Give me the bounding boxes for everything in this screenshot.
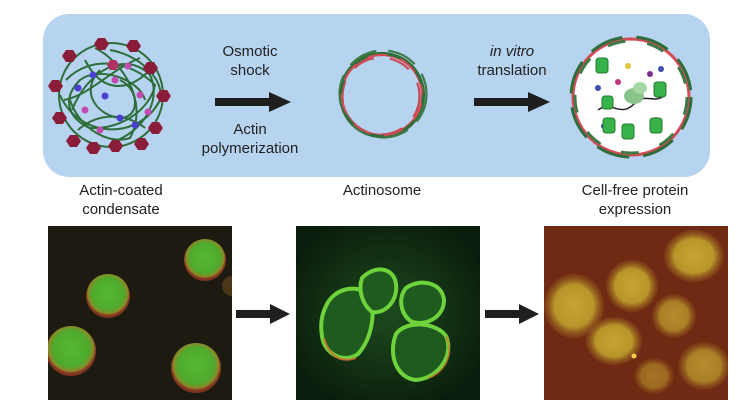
step1-label-line2: shock [230, 62, 270, 79]
micrograph-condensates [48, 226, 232, 400]
micrograph-actinosomes [296, 226, 480, 400]
step2-label-line2: translation [477, 62, 547, 79]
micrograph-expression [544, 226, 728, 400]
step2-label-italic: in vitro [489, 43, 535, 60]
caption-condensate-line1: Actin-coated [79, 182, 163, 199]
step1-sub-line1: Actin [233, 121, 267, 138]
right-arrow-icon [236, 304, 290, 324]
step1-label-line1: Osmotic [222, 43, 278, 60]
caption-expression-line1: Cell-free protein [581, 182, 689, 199]
caption-actinosome: Actinosome [342, 182, 422, 199]
caption-expression-line2: expression [598, 201, 672, 218]
step1-sub-line2: polymerization [201, 140, 299, 157]
right-arrow-icon [215, 92, 291, 112]
caption-condensate-line2: condensate [82, 201, 160, 218]
right-arrow-icon [474, 92, 550, 112]
right-arrow-icon [485, 304, 539, 324]
